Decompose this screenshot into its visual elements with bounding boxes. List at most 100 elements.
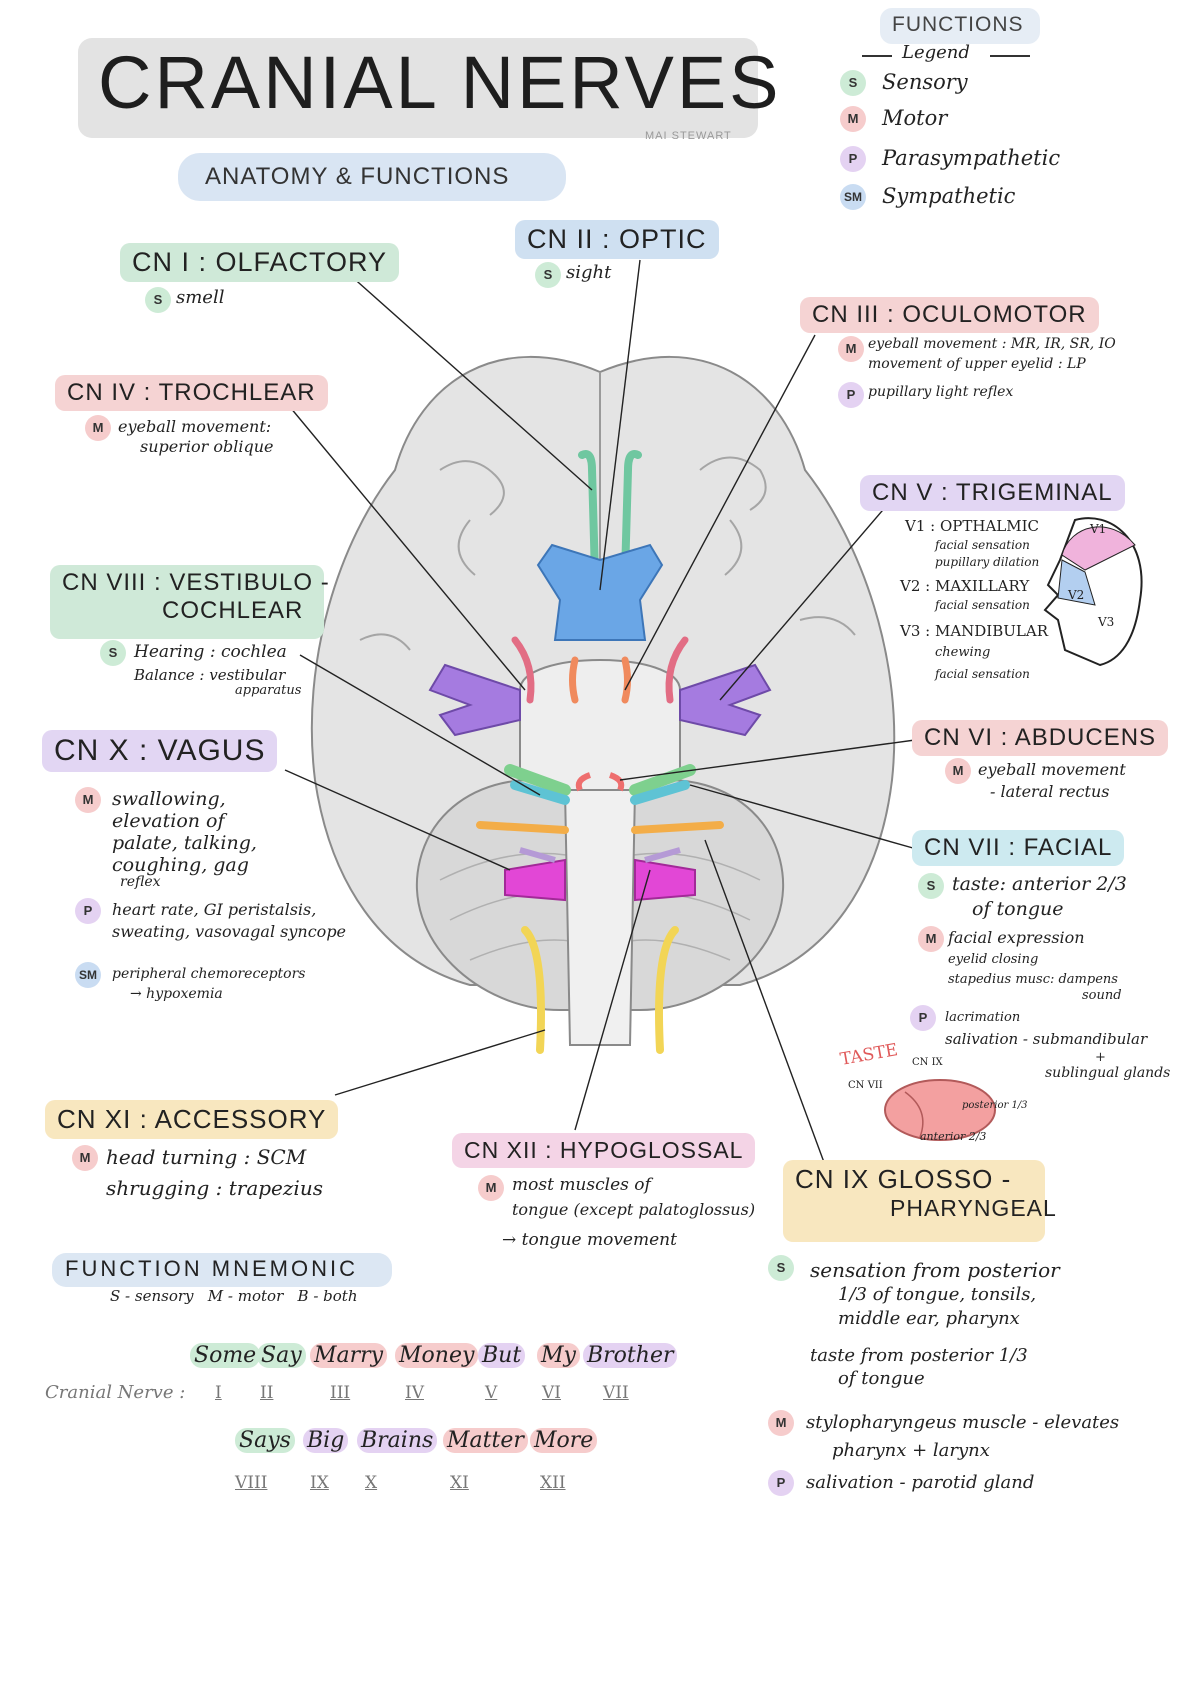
cn6-motor-text: - lateral rectus [990, 782, 1110, 801]
taste-anterior-label: anterior 2/3 [920, 1130, 987, 1143]
leader-line [619, 739, 916, 781]
cn9-sensory-text: sensation from posterior [810, 1258, 1060, 1282]
cn9-title: CN IX GLOSSO - PHARYNGEAL [783, 1160, 1057, 1242]
sulcus [359, 456, 856, 651]
cn2-title: CN II : OPTIC [515, 220, 719, 259]
numeral: III [330, 1383, 351, 1403]
numeral: XI [450, 1473, 469, 1493]
tongue [884, 1079, 996, 1141]
trigeminal-nerve [428, 663, 521, 737]
sensory-badge: S [768, 1255, 794, 1281]
mnemonic-title-bg [52, 1253, 392, 1287]
cn7-parasympathetic-text: sublingual glands [1045, 1065, 1171, 1081]
cn11-motor-text: shrugging : trapezius [106, 1176, 323, 1200]
leader-line [284, 769, 511, 871]
cn10-sympathetic-text: peripheral chemoreceptors [112, 966, 306, 982]
cn3-parasympathetic-text: pupillary light reflex [868, 384, 1014, 400]
vestibulocochlear-nerve [629, 764, 696, 796]
cn3-title: CN III : OCULOMOTOR [800, 297, 1099, 333]
optic-chiasm [536, 543, 664, 641]
face-v2-region [1057, 559, 1096, 606]
motor-badge: M [945, 758, 971, 784]
motor-badge: M [918, 926, 944, 952]
pons [519, 659, 681, 794]
parasympathetic-badge: P [910, 1005, 936, 1031]
cn8-title-line1: CN VIII : VESTIBULO - [62, 569, 330, 596]
cn1-sensory-text: smell [176, 287, 225, 308]
legend-rule-right [990, 55, 1030, 57]
leader-line [719, 489, 901, 701]
cn1-title: CN I : OLFACTORY [120, 243, 400, 282]
trochlear-nerve [665, 636, 689, 704]
cn10-sympathetic-text: → hypoxemia [130, 986, 223, 1002]
cn5-v3-sensory: facial sensation [935, 667, 1030, 681]
cn12-title: CN XII : HYPOGLOSSAL [452, 1133, 756, 1168]
leader-line [599, 259, 641, 591]
vestibulocochlear-nerve [504, 764, 571, 796]
taste-cn7-label: CN VII [848, 1080, 883, 1091]
numeral: IV [405, 1383, 424, 1403]
mnemonic-word: Money [395, 1343, 479, 1368]
cn9-title-line2: PHARYNGEAL [890, 1195, 1057, 1221]
cn12-motor-text: most muscles of [512, 1175, 651, 1195]
cn7-motor-text: facial expression [948, 928, 1085, 947]
motor-badge: M [768, 1410, 794, 1436]
cn9-motor-text: pharynx + larynx [832, 1440, 990, 1461]
cn10-motor-text: swallowing, [112, 788, 226, 810]
medulla [563, 789, 637, 1046]
leader-line [299, 654, 541, 796]
cn9-motor-text: stylopharyngeus muscle - elevates [806, 1412, 1120, 1433]
leader-line [704, 839, 826, 1166]
cn7-motor-text: eyelid closing [948, 952, 1039, 967]
cn7-sensory-text: taste: anterior 2/3 [952, 873, 1127, 895]
legend-subtitle: Legend [902, 42, 970, 63]
face-v1-region [1061, 526, 1136, 571]
cn5-title: CN V : TRIGEMINAL [860, 475, 1125, 511]
cranial-nerve-label: Cranial Nerve : [45, 1382, 186, 1403]
cn9-sensory-text: middle ear, pharynx [838, 1308, 1020, 1329]
trochlear-nerve [511, 636, 535, 704]
motor-badge: M [838, 336, 864, 362]
mnemonic-word: Big [303, 1428, 349, 1453]
sensory-badge: S [840, 70, 866, 96]
subtitle-banner [178, 153, 566, 201]
legend-rule-left [862, 55, 892, 57]
cn5-v2-sensory: facial sensation [935, 598, 1030, 612]
leader-line [349, 274, 593, 491]
mnemonic-title: FUNCTION MNEMONIC [65, 1256, 358, 1281]
taste-posterior-label: posterior 1/3 [962, 1100, 1028, 1111]
cn8-sensory-text: apparatus [235, 683, 302, 698]
mnemonic-word: Says [235, 1428, 295, 1453]
facial-nerve [510, 780, 570, 805]
cn10-parasympathetic-text: heart rate, GI peristalsis, [112, 900, 317, 919]
hypoglossal-nerve [519, 847, 681, 863]
numeral: XII [540, 1473, 566, 1493]
leader-line [279, 394, 526, 691]
legend-label: Parasympathetic [882, 146, 1061, 170]
title-banner [78, 38, 758, 138]
parasympathetic-badge: P [838, 382, 864, 408]
cn12-motor-text: → tongue movement [502, 1230, 677, 1250]
mnemonic-word: Some [190, 1343, 261, 1368]
cn9-sensory-text: taste from posterior 1/3 [810, 1345, 1028, 1366]
motor-badge: M [840, 106, 866, 132]
cn7-parasympathetic-text: salivation - submandibular [945, 1030, 1148, 1048]
cn9-sensory-text: 1/3 of tongue, tonsils, [838, 1284, 1037, 1305]
glossopharyngeal-nerve [631, 821, 724, 834]
mnemonic-word: Brains [357, 1428, 438, 1453]
cn10-parasympathetic-text: sweating, vasovagal syncope [112, 922, 347, 941]
face-v2-label: V2 [1068, 588, 1085, 602]
legend: FUNCTIONS Legend S Sensory M Motor P Par… [840, 0, 1140, 220]
legend-label: Motor [882, 106, 948, 130]
cn6-title: CN VI : ABDUCENS [912, 720, 1169, 756]
cn5-v3-label: V3 : MANDIBULAR [900, 622, 1048, 640]
vagus-nerve [504, 858, 566, 902]
cn4-motor-text: superior oblique [140, 437, 274, 456]
cn7-parasympathetic-text: lacrimation [945, 1010, 1021, 1025]
cn8-title-line2: COCHLEAR [162, 597, 304, 624]
cn5-v1-sympathetic: pupillary dilation [935, 555, 1040, 569]
leader-line [334, 1029, 546, 1096]
mnemonic-word: Brother [583, 1343, 678, 1368]
leader-line [624, 334, 816, 691]
oculomotor-nerve [569, 656, 579, 704]
